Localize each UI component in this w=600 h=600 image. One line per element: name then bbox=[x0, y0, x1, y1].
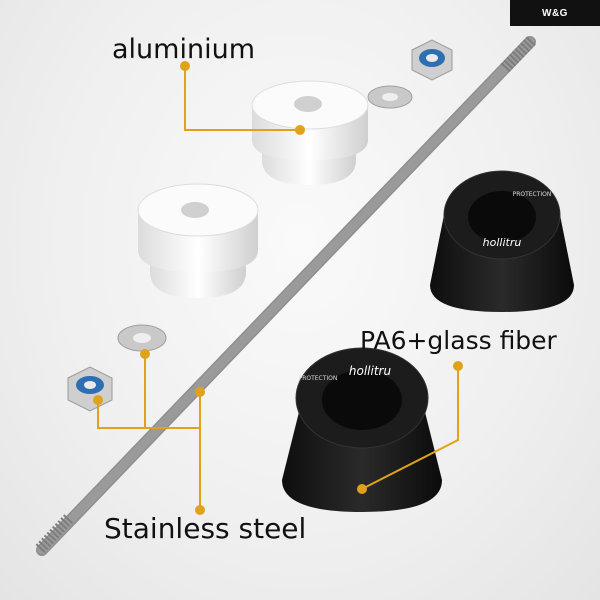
lock-nut-top bbox=[411, 39, 453, 81]
washer-top bbox=[367, 85, 413, 109]
slider-front-ring-text: PROTECTION bbox=[299, 375, 338, 382]
aluminium-spacer-bottom bbox=[137, 183, 259, 298]
callout-dots bbox=[93, 61, 463, 515]
label-pa6-glass-fiber: PA6+glass fiber bbox=[360, 326, 557, 355]
lock-nut-bottom bbox=[67, 366, 113, 412]
aluminium-spacer-top bbox=[251, 80, 369, 185]
slider-ring-text: PROTECTION bbox=[513, 191, 552, 198]
slider-front-brand-text: hollitru bbox=[349, 364, 392, 378]
label-aluminium: aluminium bbox=[112, 34, 255, 65]
slider-brand-text: hollitru bbox=[483, 236, 522, 249]
black-slider-front: hollitru PROTECTION bbox=[282, 347, 442, 512]
brand-logo: W&G bbox=[510, 0, 600, 26]
threaded-rod bbox=[35, 35, 537, 556]
callout-lines bbox=[97, 66, 459, 510]
label-stainless-steel: Stainless steel bbox=[104, 512, 307, 545]
washer-bottom bbox=[117, 324, 167, 352]
black-slider-right: hollitru PROTECTION bbox=[430, 170, 574, 312]
